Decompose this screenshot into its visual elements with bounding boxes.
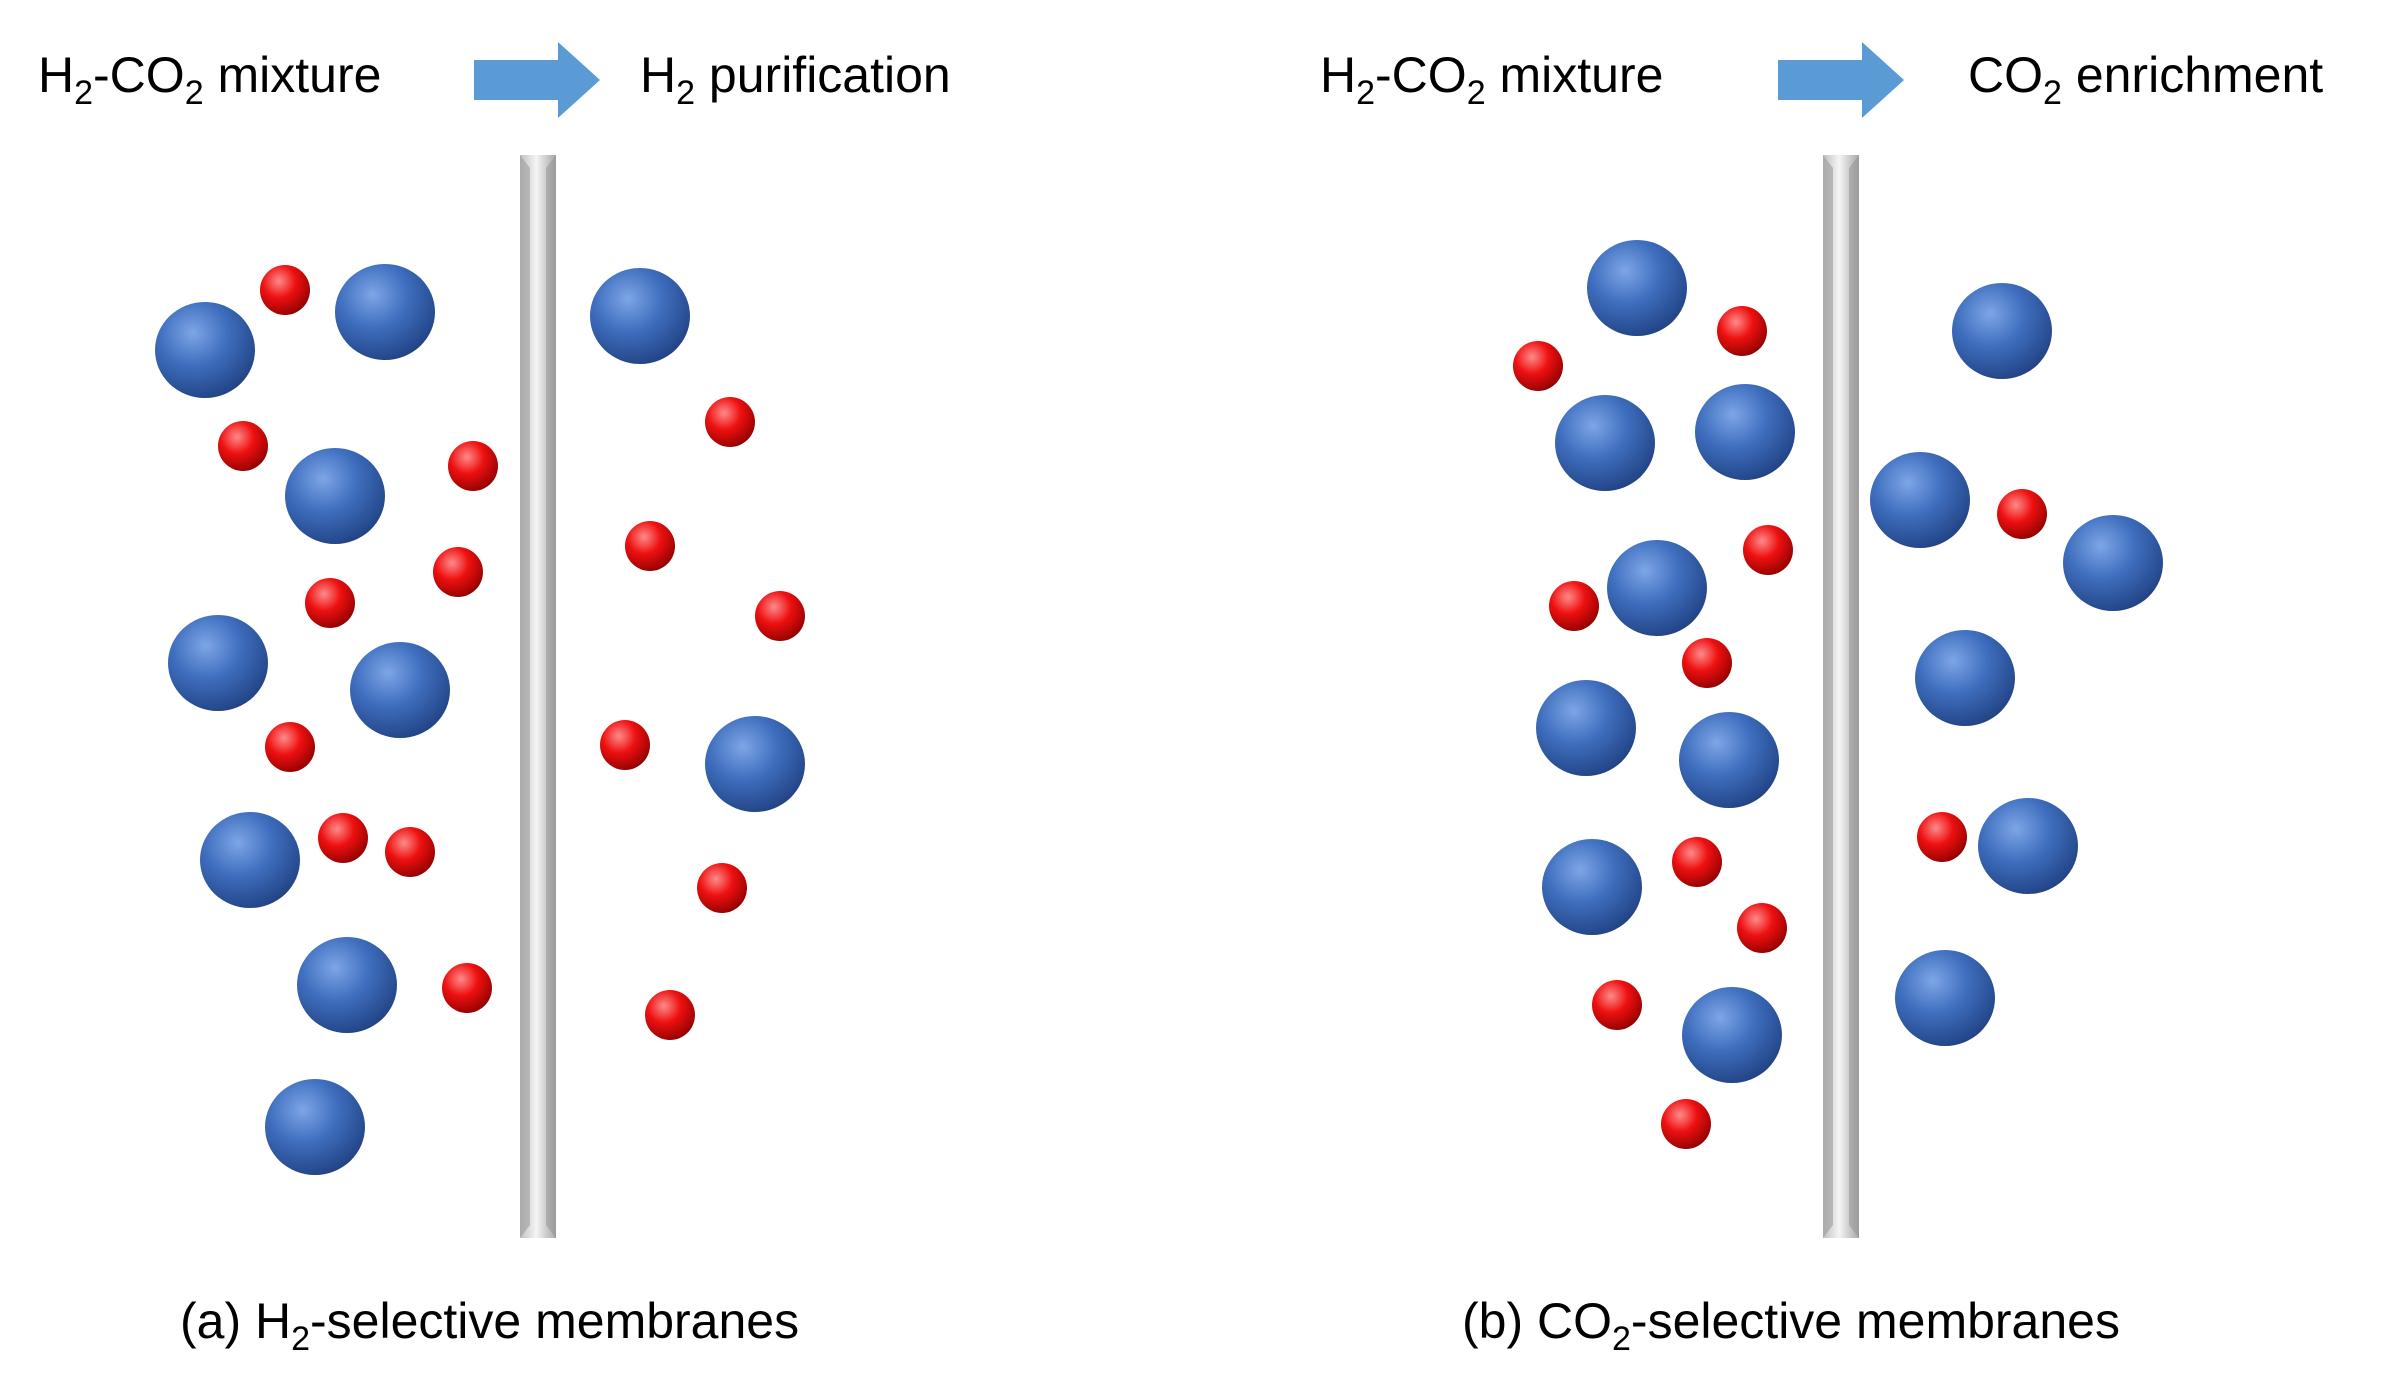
h2-molecule-icon xyxy=(1917,812,1967,862)
h2-molecule-icon xyxy=(448,441,498,491)
h2-molecule-icon xyxy=(1737,903,1787,953)
panel-b-permeate-molecules xyxy=(1870,283,2163,1046)
h2-molecule-icon xyxy=(385,827,435,877)
membrane-icon xyxy=(520,155,556,1238)
h2-molecule-icon xyxy=(1661,1099,1711,1149)
panel-a-permeate-molecules xyxy=(590,268,805,1040)
h2-molecule-icon xyxy=(260,265,310,315)
h2-molecule-icon xyxy=(1997,489,2047,539)
co2-molecule-icon xyxy=(265,1079,365,1175)
membrane-icon xyxy=(1823,155,1859,1238)
h2-molecule-icon xyxy=(625,521,675,571)
co2-molecule-icon xyxy=(168,615,268,711)
panel-b: H2-CO2 mixture CO2 enrichment xyxy=(1320,42,2323,1358)
co2-molecule-icon xyxy=(590,268,690,364)
co2-molecule-icon xyxy=(1587,240,1687,336)
h2-molecule-icon xyxy=(1672,837,1722,887)
h2-molecule-icon xyxy=(1743,525,1793,575)
h2-molecule-icon xyxy=(645,990,695,1040)
co2-molecule-icon xyxy=(1536,680,1636,776)
panel-a-feed-label: H2-CO2 mixture xyxy=(38,47,381,112)
h2-molecule-icon xyxy=(1682,638,1732,688)
co2-molecule-icon xyxy=(285,448,385,544)
co2-molecule-icon xyxy=(1682,987,1782,1083)
panel-b-feed-label: H2-CO2 mixture xyxy=(1320,47,1663,112)
h2-molecule-icon xyxy=(218,421,268,471)
right-arrow-icon xyxy=(1778,42,1904,118)
co2-molecule-icon xyxy=(200,812,300,908)
co2-molecule-icon xyxy=(1679,712,1779,808)
panel-a-product-label: H2 purification xyxy=(640,47,951,112)
panel-a-feed-molecules xyxy=(155,264,498,1175)
co2-molecule-icon xyxy=(155,302,255,398)
h2-molecule-icon xyxy=(697,863,747,913)
co2-molecule-icon xyxy=(1895,950,1995,1046)
h2-molecule-icon xyxy=(705,397,755,447)
panel-b-product-label: CO2 enrichment xyxy=(1968,47,2323,112)
co2-molecule-icon xyxy=(1978,798,2078,894)
h2-molecule-icon xyxy=(442,963,492,1013)
co2-molecule-icon xyxy=(350,642,450,738)
co2-molecule-icon xyxy=(1607,540,1707,636)
right-arrow-icon xyxy=(474,42,600,118)
co2-molecule-icon xyxy=(335,264,435,360)
panel-a: H2-CO2 mixture H2 purification xyxy=(38,42,951,1358)
co2-molecule-icon xyxy=(1542,839,1642,935)
panel-b-caption: (b) CO2-selective membranes xyxy=(1462,1293,2120,1358)
h2-molecule-icon xyxy=(318,813,368,863)
co2-molecule-icon xyxy=(1915,630,2015,726)
co2-molecule-icon xyxy=(1695,384,1795,480)
h2-molecule-icon xyxy=(265,722,315,772)
h2-molecule-icon xyxy=(755,591,805,641)
h2-molecule-icon xyxy=(1717,306,1767,356)
h2-molecule-icon xyxy=(305,578,355,628)
panel-b-feed-molecules xyxy=(1513,240,1795,1149)
h2-molecule-icon xyxy=(1549,581,1599,631)
co2-molecule-icon xyxy=(1870,452,1970,548)
h2-molecule-icon xyxy=(433,547,483,597)
co2-molecule-icon xyxy=(297,937,397,1033)
h2-molecule-icon xyxy=(1513,341,1563,391)
co2-molecule-icon xyxy=(2063,515,2163,611)
co2-molecule-icon xyxy=(705,716,805,812)
h2-molecule-icon xyxy=(600,720,650,770)
co2-molecule-icon xyxy=(1555,395,1655,491)
co2-molecule-icon xyxy=(1952,283,2052,379)
h2-molecule-icon xyxy=(1592,980,1642,1030)
panel-a-caption: (a) H2-selective membranes xyxy=(180,1293,799,1358)
